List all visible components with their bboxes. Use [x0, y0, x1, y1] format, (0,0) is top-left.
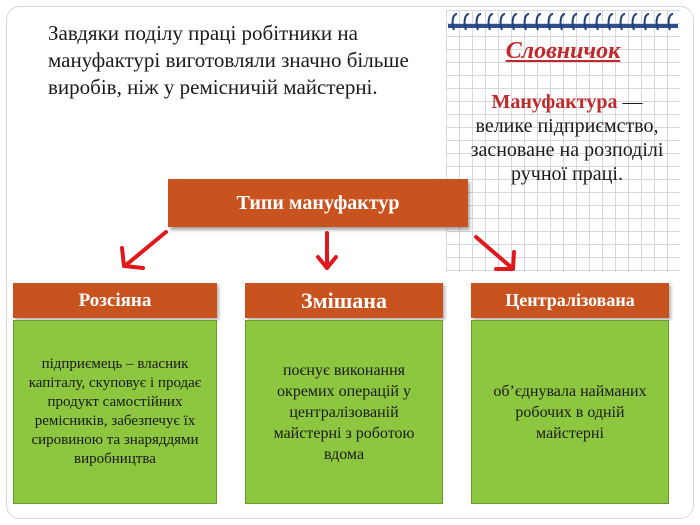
category-body-mixed: поєнує виконання окремих операцій у цент… — [245, 320, 443, 504]
spiral-ring — [487, 13, 494, 31]
spiral-ring — [607, 13, 614, 31]
spiral-ring — [463, 13, 470, 31]
definition-text: — велике підприємство, засноване на розп… — [470, 91, 664, 185]
spiral-ring — [655, 13, 662, 31]
dictionary-notebook: Словничок Мануфактура — велике підприємс… — [446, 10, 680, 272]
spiral-ring — [523, 13, 530, 31]
spiral-ring — [643, 13, 650, 31]
category-header-centralized: Централізована — [471, 283, 669, 318]
spiral-ring — [559, 13, 566, 31]
definition: Мануфактура — велике підприємство, засно… — [464, 90, 670, 186]
spiral-ring — [631, 13, 638, 31]
types-header: Типи мануфактур — [168, 179, 468, 227]
definition-term: Мануфактура — [491, 91, 618, 113]
category-header-mixed: Змішана — [245, 283, 443, 318]
intro-text: Завдяки поділу праці робітники на мануфа… — [48, 21, 409, 99]
spiral-ring — [667, 13, 674, 31]
notebook-title: Словничок — [505, 38, 621, 64]
spiral-ring — [499, 13, 506, 31]
spiral-ring — [475, 13, 482, 31]
spiral-ring — [451, 13, 458, 31]
spiral-ring — [547, 13, 554, 31]
category-body-dispersed: підприємець – власник капіталу, скуповує… — [13, 320, 217, 504]
spiral-ring — [571, 13, 578, 31]
spiral-ring — [511, 13, 518, 31]
spiral-ring — [535, 13, 542, 31]
category-body-centralized: об’єднувала найманих робочих в одній май… — [471, 320, 669, 504]
category-header-dispersed: Розсіяна — [13, 283, 217, 318]
spiral-ring — [583, 13, 590, 31]
spiral-binding-icon — [448, 13, 678, 31]
spiral-ring — [595, 13, 602, 31]
spiral-ring — [619, 13, 626, 31]
